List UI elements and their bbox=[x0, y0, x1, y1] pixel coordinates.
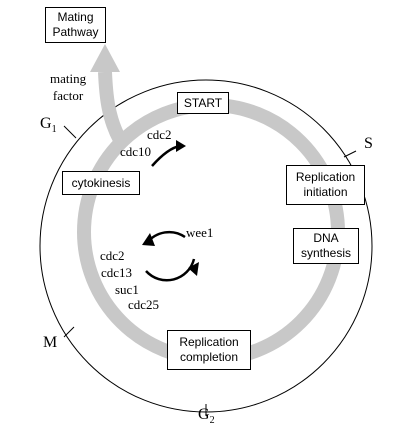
mating-branch bbox=[98, 71, 127, 144]
g2-label: G2 bbox=[198, 406, 215, 426]
s-tick bbox=[343, 150, 357, 158]
cytokinesis-label: cytokinesis bbox=[71, 175, 131, 190]
s-label: S bbox=[364, 135, 373, 152]
start-cdc-arrowhead bbox=[176, 140, 186, 152]
loop-arrow-bottom bbox=[145, 258, 196, 282]
loop-arrowhead-top bbox=[142, 233, 155, 246]
cytokinesis-box: cytokinesis bbox=[62, 171, 140, 195]
cdc13-label: cdc13 bbox=[101, 265, 133, 280]
g1-tick bbox=[63, 125, 77, 139]
replication-completion-label: Replication completion bbox=[179, 335, 239, 364]
mating-factor-label: mating factor bbox=[50, 71, 87, 103]
loop-arrowhead-bottom bbox=[188, 262, 199, 276]
mating-pathway-label: Mating Pathway bbox=[52, 10, 99, 39]
replication-initiation-box: Replication initiation bbox=[286, 165, 365, 205]
dna-synthesis-label: DNA synthesis bbox=[300, 231, 352, 260]
mating-pathway-box: Mating Pathway bbox=[45, 7, 106, 43]
cdc25-label: cdc25 bbox=[128, 297, 160, 312]
replication-completion-box: Replication completion bbox=[167, 330, 251, 370]
start-box: START bbox=[177, 92, 229, 114]
wee1-label: wee1 bbox=[186, 225, 214, 240]
m-label: M bbox=[43, 334, 58, 351]
cdc10-label: cdc10 bbox=[120, 144, 152, 159]
g1-label: G1 bbox=[40, 115, 57, 135]
mating-branch-arrowhead bbox=[90, 44, 120, 72]
g2-main: G bbox=[198, 406, 210, 423]
m-tick bbox=[63, 326, 75, 338]
cdc2-top-label: cdc2 bbox=[147, 127, 172, 142]
dna-synthesis-box: DNA synthesis bbox=[293, 228, 359, 264]
g1-main: G bbox=[40, 115, 52, 132]
g1-sub: 1 bbox=[51, 124, 57, 136]
g2-sub: 2 bbox=[209, 415, 215, 427]
replication-initiation-label: Replication initiation bbox=[295, 170, 356, 199]
cdc2-low-label: cdc2 bbox=[100, 248, 125, 263]
start-cdc-arrow bbox=[151, 144, 181, 167]
suc1-label: suc1 bbox=[115, 282, 139, 297]
start-label: START bbox=[183, 95, 223, 110]
